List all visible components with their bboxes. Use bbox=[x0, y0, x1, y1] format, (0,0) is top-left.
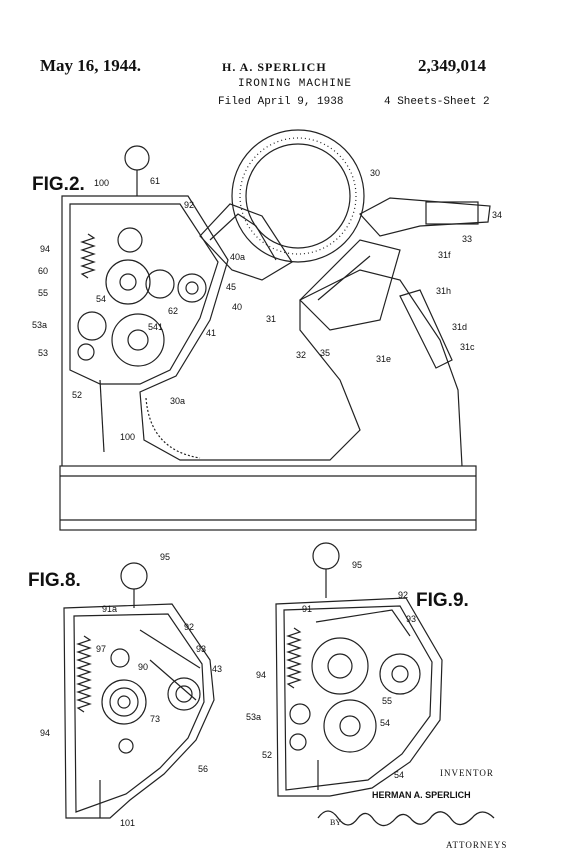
patent-number: 2,349,014 bbox=[418, 56, 486, 75]
sheet-count: 4 Sheets-Sheet 2 bbox=[384, 96, 490, 108]
ref-label: 31h bbox=[436, 286, 451, 296]
ref-label: 101 bbox=[120, 818, 135, 828]
ref-label: 92 bbox=[184, 200, 194, 210]
spring bbox=[80, 233, 96, 279]
ref-label: 53a bbox=[32, 320, 47, 330]
ironing-shoe bbox=[199, 203, 293, 281]
ref-label: 30a bbox=[170, 396, 185, 406]
ref-label: 33 bbox=[462, 234, 472, 244]
ref-label: 94 bbox=[256, 670, 266, 680]
inventor-name: HERMAN A. SPERLICH bbox=[372, 790, 471, 800]
figure-8-housing bbox=[63, 603, 215, 819]
ref-label: 34 bbox=[492, 210, 502, 220]
ref-label: 100 bbox=[94, 178, 109, 188]
attorney-signature bbox=[317, 810, 495, 827]
filed-date: Filed April 9, 1938 bbox=[218, 96, 344, 108]
ref-label: 53 bbox=[38, 348, 48, 358]
gear-lower bbox=[111, 313, 165, 367]
ref-label: 60 bbox=[38, 266, 48, 276]
ref-label: 54 bbox=[394, 770, 404, 780]
ref-label: 93 bbox=[406, 614, 416, 624]
ref-label: 40 bbox=[232, 302, 242, 312]
machine-base bbox=[59, 465, 477, 531]
figure-8-drawing bbox=[63, 562, 215, 819]
ref-label: 41 bbox=[206, 328, 216, 338]
ref-label: 52 bbox=[72, 390, 82, 400]
ref-label: 31 bbox=[266, 314, 276, 324]
gear-large bbox=[105, 259, 151, 305]
ref-label: 32 bbox=[296, 350, 306, 360]
attorneys-label: ATTORNEYS bbox=[446, 840, 508, 850]
ref-label: 31e bbox=[376, 354, 391, 364]
ref-label: 92 bbox=[398, 590, 408, 600]
ref-label: 35 bbox=[320, 348, 330, 358]
pressure-arm bbox=[299, 239, 401, 331]
ref-label: 56 bbox=[198, 764, 208, 774]
machine-body-outline bbox=[61, 195, 463, 467]
figure-8-title: FIG.8. bbox=[28, 570, 81, 591]
figure-9-drawing bbox=[275, 542, 443, 797]
ref-label: 93 bbox=[196, 644, 206, 654]
ref-label: 73 bbox=[150, 714, 160, 724]
ref-label: 45 bbox=[226, 282, 236, 292]
control-knob bbox=[124, 145, 150, 171]
ref-label: 100 bbox=[120, 432, 135, 442]
ref-label: 55 bbox=[382, 696, 392, 706]
ref-label: 94 bbox=[40, 728, 50, 738]
inventor-header: H. A. SPERLICH bbox=[222, 60, 327, 74]
ironing-roller bbox=[231, 129, 365, 263]
figure-2-drawing bbox=[59, 129, 491, 531]
ref-label: 91a bbox=[102, 604, 117, 614]
ref-label: 43 bbox=[212, 664, 222, 674]
by-label: BY bbox=[330, 818, 342, 827]
fig8-gear bbox=[101, 679, 147, 725]
ref-label: 31d bbox=[452, 322, 467, 332]
ref-label: 97 bbox=[96, 644, 106, 654]
figure-9-housing bbox=[275, 597, 443, 797]
ref-label: 30 bbox=[370, 168, 380, 178]
ref-label: 92 bbox=[184, 622, 194, 632]
ref-label: 55 bbox=[38, 288, 48, 298]
figure-2-title: FIG.2. bbox=[32, 174, 85, 195]
figure-9-title: FIG.9. bbox=[416, 590, 469, 611]
fig8-knob bbox=[120, 562, 148, 590]
fig9-gear-lower bbox=[323, 699, 377, 753]
ref-label: 61 bbox=[150, 176, 160, 186]
ref-label: 54 bbox=[380, 718, 390, 728]
ref-label: 95 bbox=[352, 560, 362, 570]
ref-label: 54 bbox=[96, 294, 106, 304]
ref-label: 53a bbox=[246, 712, 261, 722]
ref-label: 94 bbox=[40, 244, 50, 254]
patent-date: May 16, 1944. bbox=[40, 56, 142, 75]
ref-label: 31f bbox=[438, 250, 451, 260]
ref-label: 90 bbox=[138, 662, 148, 672]
ref-label: 91 bbox=[302, 604, 312, 614]
ref-label: 95 bbox=[160, 552, 170, 562]
inventor-label: INVENTOR bbox=[440, 768, 494, 778]
ref-label: 31c bbox=[460, 342, 475, 352]
fig9-gear-upper bbox=[311, 637, 369, 695]
ref-label: 62 bbox=[168, 306, 178, 316]
fig9-knob bbox=[312, 542, 340, 570]
ref-label: 40a bbox=[230, 252, 245, 262]
ref-label: 541 bbox=[148, 322, 163, 332]
ref-label: 52 bbox=[262, 750, 272, 760]
patent-title: IRONING MACHINE bbox=[238, 78, 353, 90]
